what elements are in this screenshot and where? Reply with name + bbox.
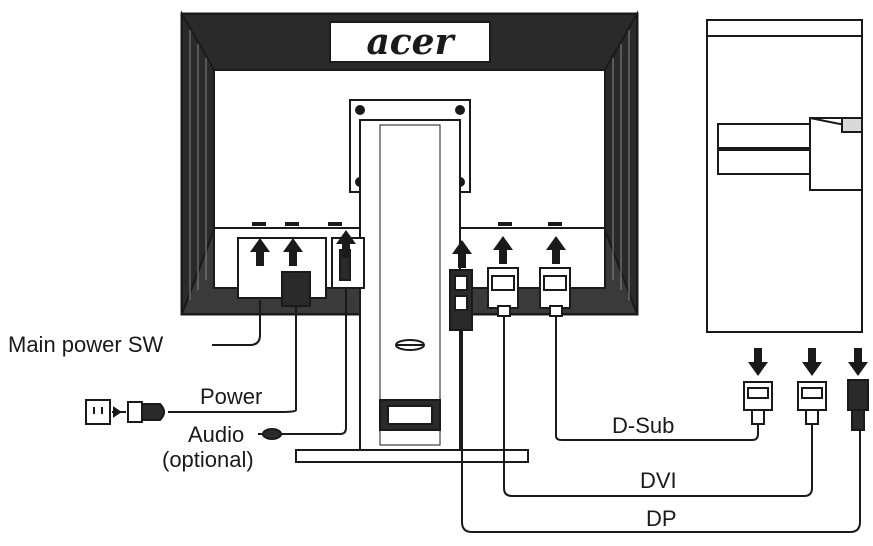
label-dsub: D-Sub (612, 413, 675, 438)
label-dvi: DVI (640, 468, 677, 493)
label-audio-optional: (optional) (162, 447, 254, 472)
label-main-power-sw: Main power SW (8, 332, 164, 357)
computer-tower (706, 19, 863, 333)
dp-connector-icon (847, 379, 869, 431)
label-audio: Audio (188, 422, 245, 447)
power-outlet-icon (85, 399, 111, 425)
audio-jack-icon (258, 428, 282, 440)
power-socket (237, 237, 327, 307)
cables (168, 288, 861, 533)
label-dp: DP (646, 506, 677, 531)
arrow-up-icon (250, 230, 566, 268)
dsub-port (539, 267, 571, 317)
dp-port (449, 269, 473, 331)
brand-logo: acer (366, 21, 456, 63)
arrow-down-icon (748, 348, 868, 376)
dvi-connector-icon (797, 381, 827, 425)
monitor-stand (295, 119, 529, 463)
label-power: Power (200, 384, 263, 409)
power-plug-icon (112, 401, 165, 423)
dsub-connector-icon (743, 381, 773, 425)
dvi-port (487, 267, 519, 317)
port-markers (252, 222, 562, 226)
